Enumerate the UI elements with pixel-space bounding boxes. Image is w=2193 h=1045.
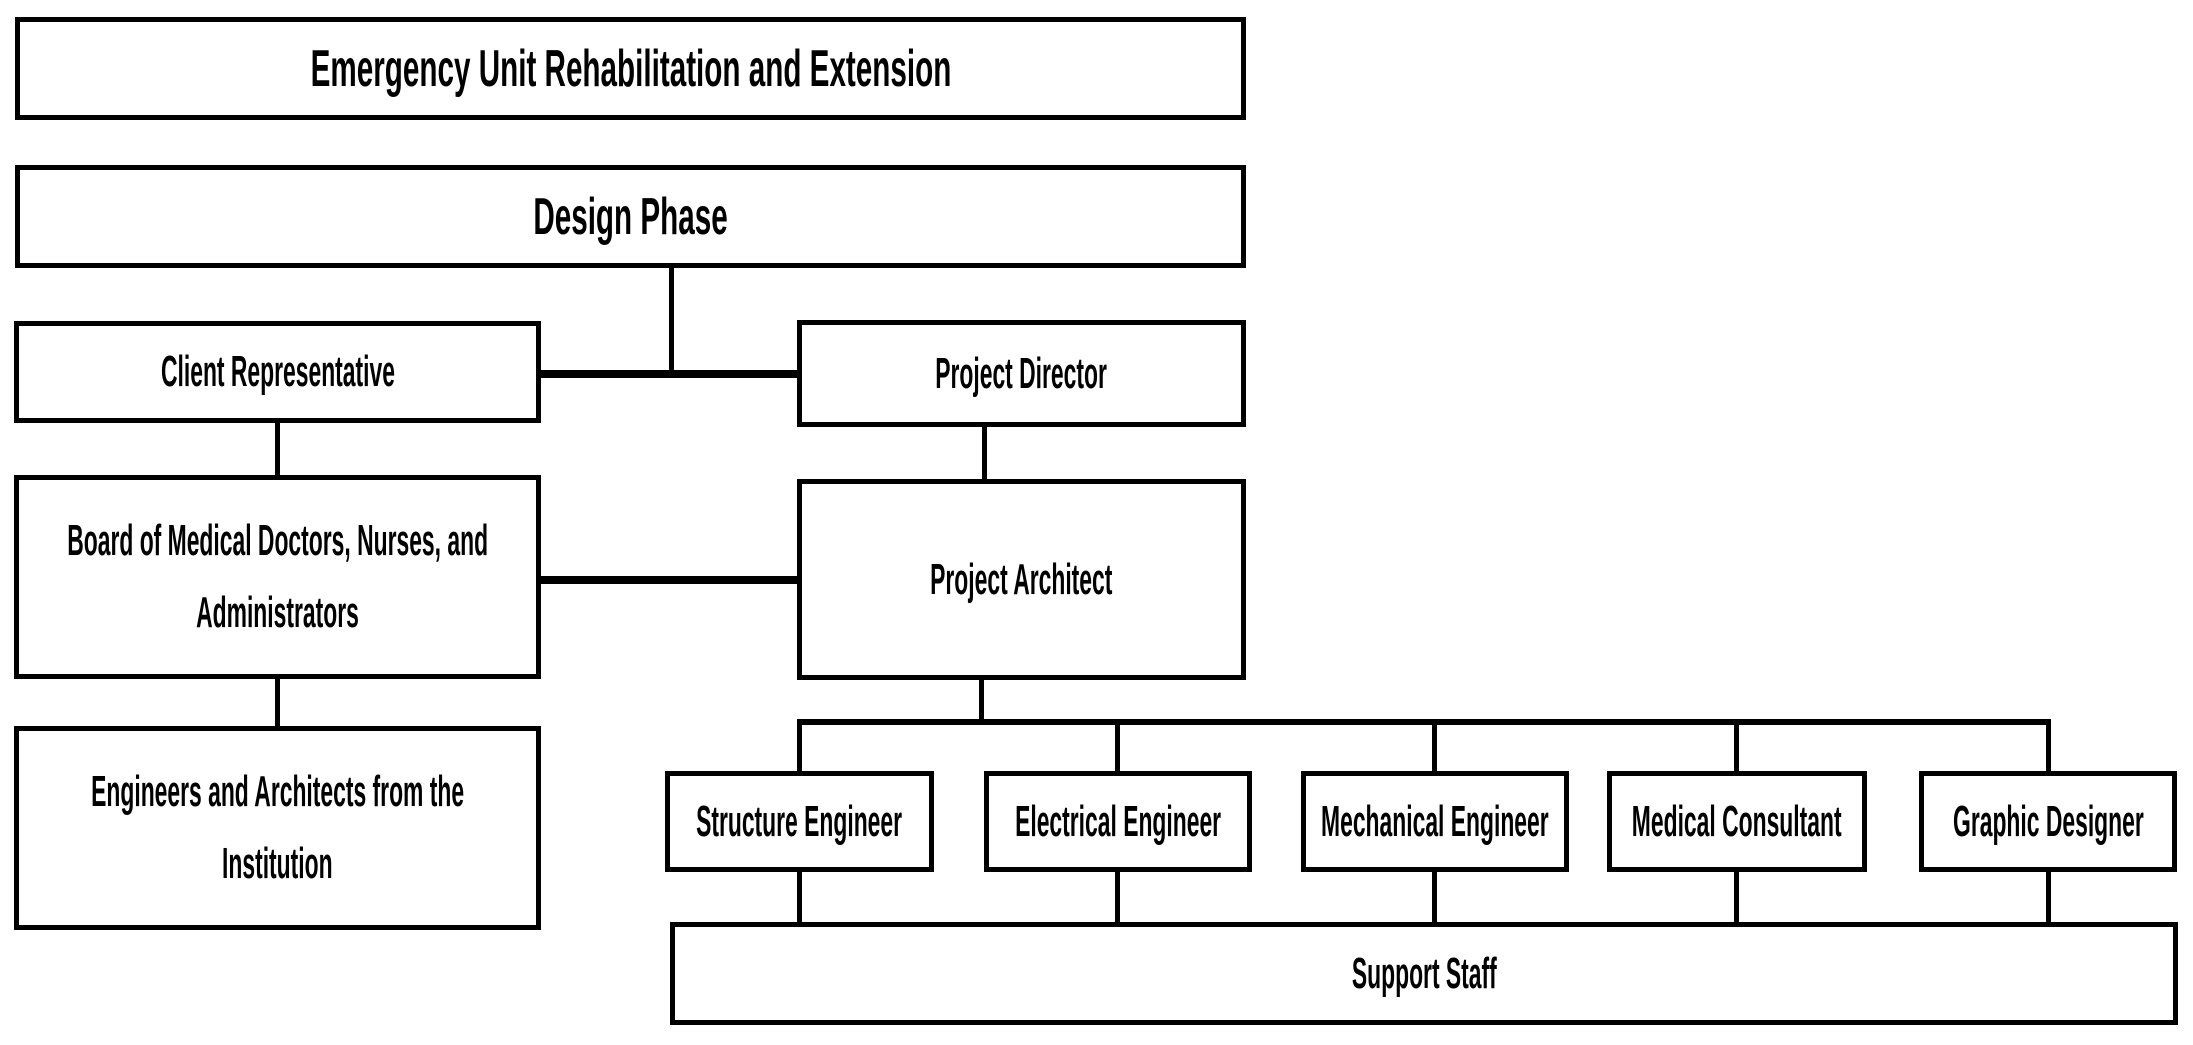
node-project-title: Emergency Unit Rehabilitation and Extens… bbox=[15, 17, 1246, 120]
node-design-phase-label: Design Phase bbox=[533, 187, 728, 246]
connector-drop-mechanical bbox=[1432, 722, 1437, 771]
node-mechanical-engineer: Mechanical Engineer bbox=[1301, 771, 1569, 872]
node-project-director-label: Project Director bbox=[935, 348, 1108, 398]
node-institution-engineers: Engineers and Architects from the Instit… bbox=[14, 726, 541, 930]
connector-drop-structure bbox=[797, 722, 802, 771]
connector-distribution-line bbox=[797, 719, 2051, 725]
node-graphic-designer: Graphic Designer bbox=[1919, 771, 2177, 872]
node-structure-engineer-label: Structure Engineer bbox=[696, 796, 903, 846]
connector-client-director bbox=[541, 370, 797, 378]
node-graphic-designer-label: Graphic Designer bbox=[1952, 796, 2144, 846]
connector-structure-support bbox=[797, 872, 802, 922]
connector-board-architect bbox=[541, 576, 797, 584]
node-medical-consultant-label: Medical Consultant bbox=[1632, 796, 1842, 846]
node-board-line-1: Board of Medical Doctors, Nurses, and bbox=[67, 516, 488, 565]
node-support-staff-label: Support Staff bbox=[1351, 948, 1497, 998]
connector-drop-graphic bbox=[2046, 722, 2051, 771]
node-institution-engineers-line-2: Institution bbox=[222, 839, 333, 888]
connector-mechanical-support bbox=[1432, 872, 1437, 922]
node-project-director: Project Director bbox=[797, 320, 1246, 427]
node-design-phase: Design Phase bbox=[15, 165, 1246, 268]
node-project-title-label: Emergency Unit Rehabilitation and Extens… bbox=[310, 39, 951, 98]
connector-design-phase-down bbox=[669, 268, 674, 374]
connector-client-board bbox=[275, 423, 280, 475]
connector-board-engineers bbox=[275, 679, 280, 726]
node-client-representative: Client Representative bbox=[14, 321, 541, 423]
connector-electrical-support bbox=[1115, 872, 1120, 922]
connector-architect-down bbox=[979, 680, 984, 724]
node-institution-engineers-line-1: Engineers and Architects from the bbox=[91, 767, 464, 816]
node-board-line-2: Administrators bbox=[196, 588, 359, 637]
connector-drop-medical bbox=[1734, 722, 1739, 771]
node-board-of-medical: Board of Medical Doctors, Nurses, and Ad… bbox=[14, 475, 541, 679]
connector-director-architect bbox=[982, 427, 987, 479]
node-project-architect: Project Architect bbox=[797, 479, 1246, 680]
connector-medical-support bbox=[1734, 872, 1739, 922]
node-electrical-engineer-label: Electrical Engineer bbox=[1015, 796, 1222, 846]
connector-drop-electrical bbox=[1115, 722, 1120, 771]
node-electrical-engineer: Electrical Engineer bbox=[984, 771, 1252, 872]
node-support-staff: Support Staff bbox=[670, 922, 2178, 1025]
node-project-architect-label: Project Architect bbox=[930, 554, 1113, 604]
connector-graphic-support bbox=[2046, 872, 2051, 922]
node-medical-consultant: Medical Consultant bbox=[1607, 771, 1867, 872]
node-client-representative-label: Client Representative bbox=[160, 347, 395, 396]
node-structure-engineer: Structure Engineer bbox=[665, 771, 934, 872]
node-mechanical-engineer-label: Mechanical Engineer bbox=[1321, 796, 1549, 846]
